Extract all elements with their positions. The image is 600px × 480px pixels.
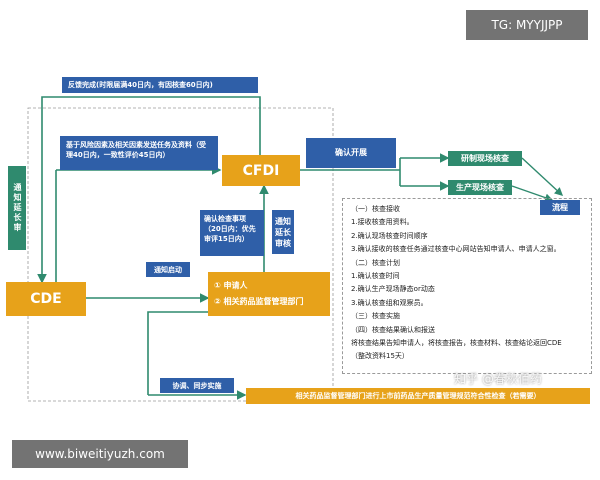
feedback-label: 反馈完成(时限届满40日内，有因核查60日内)	[62, 77, 258, 93]
process-item: （整改资料15天）	[351, 352, 409, 361]
risk-task-box: 基于风险因素及相关因素发送任务及资料（受理40日内，一致性评价45日内）	[60, 136, 218, 170]
notify-start-label: 通知启动	[146, 262, 190, 277]
cde-node: CDE	[6, 282, 86, 316]
dashed-frame	[27, 107, 334, 402]
cfdi-node: CFDI	[222, 155, 300, 186]
prod-to-process	[511, 185, 554, 202]
coordinate-label: 协调、同步实施	[160, 378, 234, 393]
process-item: 2.确认现场核查时间顺序	[351, 231, 428, 240]
applicant-box: ① 申请人 ② 相关药品监督管理部门	[208, 272, 330, 316]
process-item: （四）核查结果确认和报送	[351, 325, 435, 334]
process-list: （一）核查接收 1.接收核查用资料。 2.确认现场核查时间顺序 3.确认接收的核…	[342, 198, 592, 374]
process-item: 2.确认生产现场静态or动态	[351, 285, 435, 294]
bottom-bar: 相关药品监督管理部门进行上市前药品生产质量管理规范符合性检查（若需要）	[246, 388, 590, 404]
process-node: 流程	[540, 200, 580, 215]
coordinate-line	[147, 311, 208, 395]
process-item: 3.确认核查组和观察员。	[351, 298, 428, 307]
prod-site-node: 生产现场核查	[448, 180, 512, 195]
rd-to-process	[521, 157, 564, 196]
confirm-launch-box: 确认开展	[306, 138, 396, 168]
applicant-1: ① 申请人	[214, 281, 248, 290]
watermark-bottom: www.biweitiyuzh.com	[12, 440, 188, 468]
watermark-zhihu: 知乎 @春秋佰药	[454, 372, 542, 386]
confirm-items-box: 确认检查事项（20日内：优先审评15日内）	[200, 210, 264, 256]
process-item: （一）核查接收	[351, 205, 400, 213]
rd-site-node: 研制现场核查	[448, 151, 522, 166]
process-item: （二）核查计划	[351, 258, 400, 267]
applicant-2: ② 相关药品监督管理部门	[214, 297, 304, 306]
process-item: 1.确认核查时间	[351, 272, 400, 281]
process-item: （三）核查实施	[351, 312, 400, 321]
process-item: 1.接收核查用资料。	[351, 218, 414, 227]
process-item: 3.确认接收的核查任务通过核查中心网站告知申请人、申请人之窗。	[351, 245, 561, 254]
watermark-top: TG: MYYJJPP	[466, 10, 588, 40]
feedback-line	[37, 96, 261, 284]
process-item: 将核查结果告知申请人，将核查报告，核查材料、核查结论返回CDE	[351, 339, 562, 348]
notify-extend-right: 通知延长审核	[272, 210, 294, 254]
notify-extend-left: 通知延长审	[8, 166, 26, 250]
